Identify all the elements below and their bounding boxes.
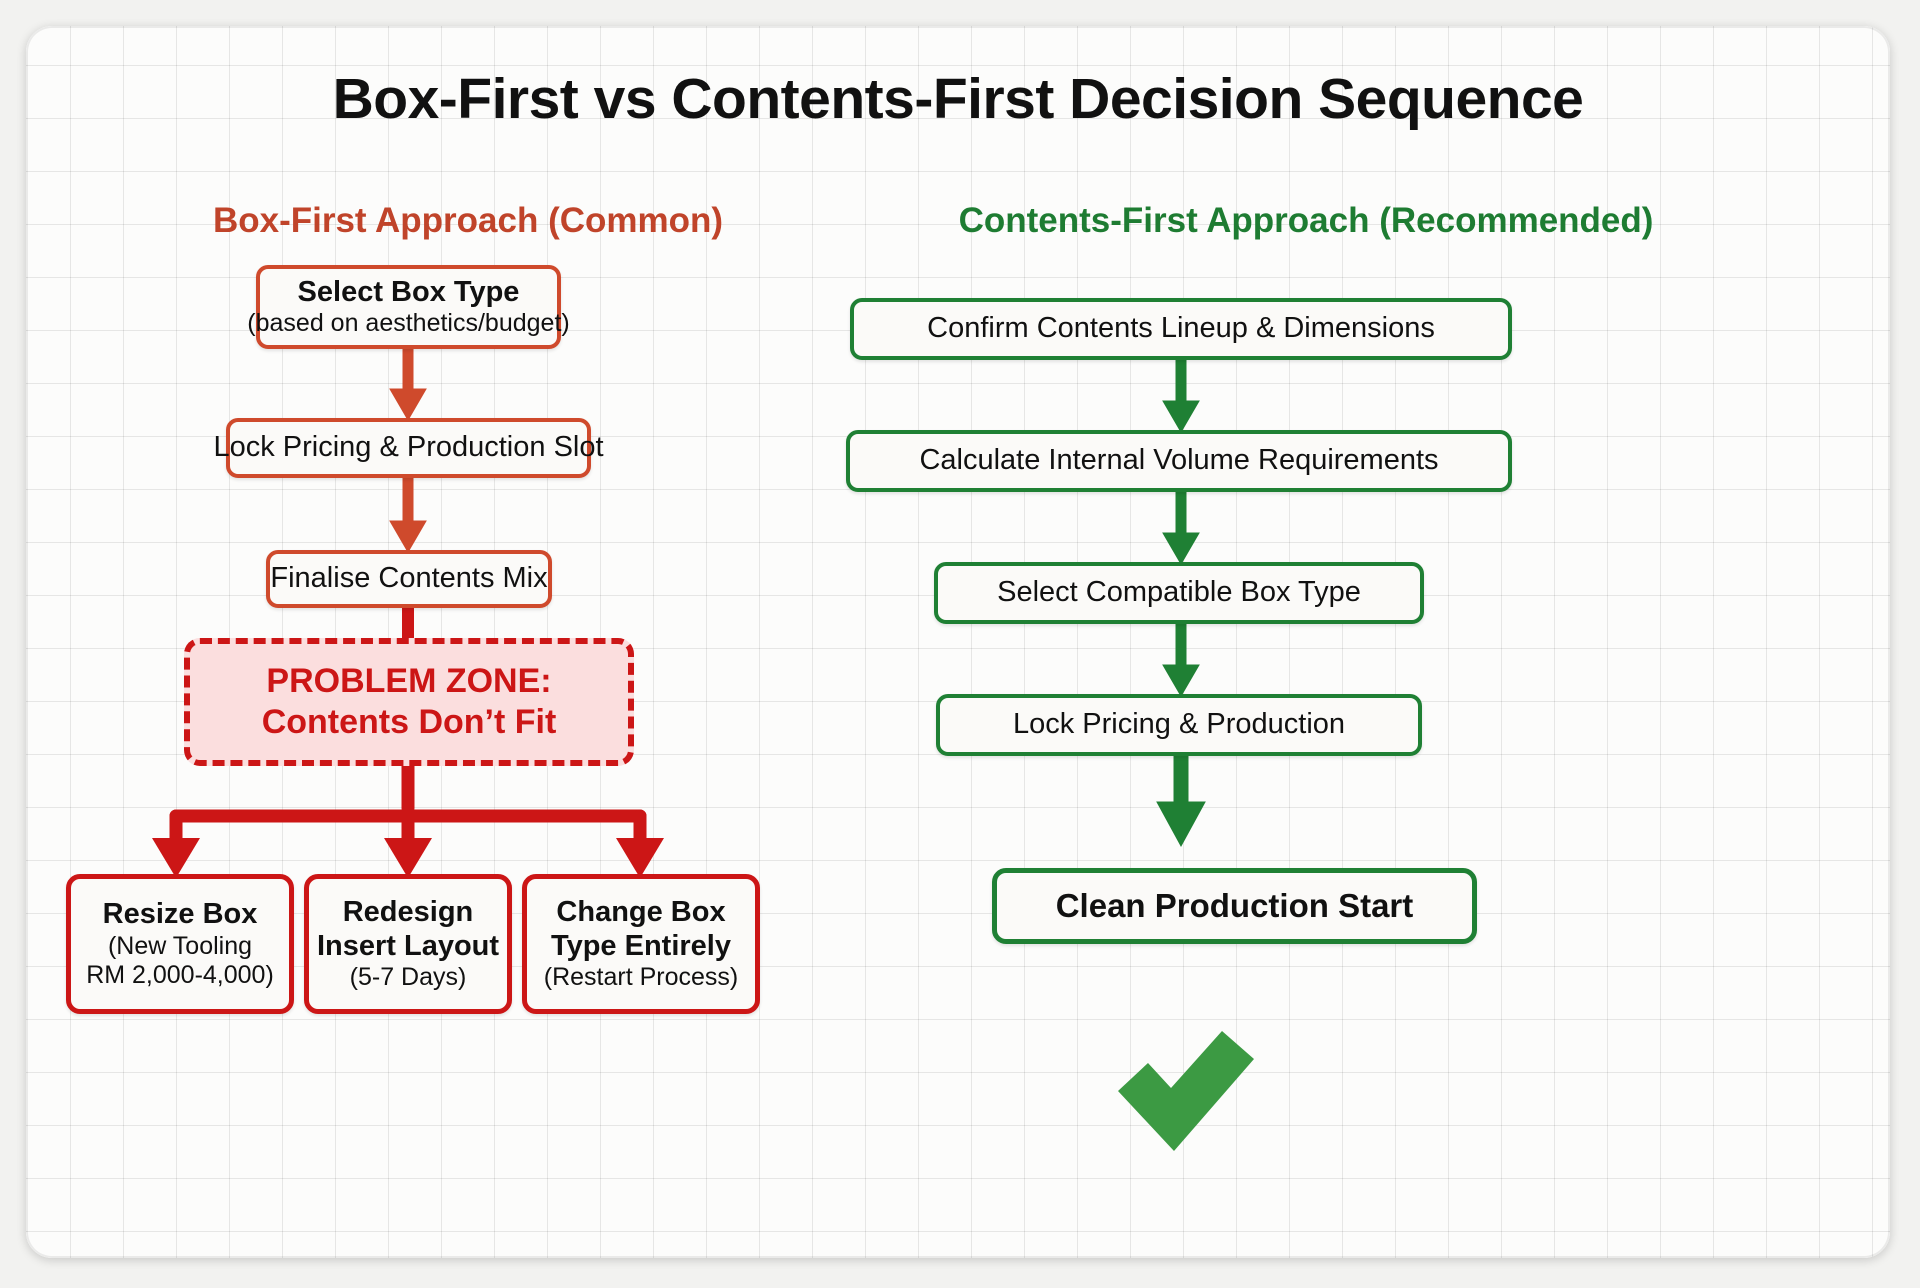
node-subtitle: (based on aesthetics/budget) [247,309,570,338]
outcome-detail-line-1: (Restart Process) [543,962,739,991]
diagram-canvas: Box-First vs Contents-First Decision Seq… [26,26,1890,1258]
node-title: Select Compatible Box Type [997,576,1361,609]
node-lock-pricing-production[interactable]: Lock Pricing & Production [936,694,1422,756]
node-finalise-contents-mix[interactable]: Finalise Contents Mix [266,550,552,608]
outcome-title: Change Box [556,896,726,929]
diagram-frame: Box-First vs Contents-First Decision Seq… [26,26,1890,1258]
node-select-compatible-box-type[interactable]: Select Compatible Box Type [934,562,1424,624]
node-outcome-change-box-type[interactable]: Change Box Type Entirely (Restart Proces… [522,874,760,1014]
node-title: Select Box Type [297,275,520,308]
node-lock-pricing-production-slot[interactable]: Lock Pricing & Production Slot [213,418,604,478]
outcome-title: Resize Box [102,898,258,931]
problem-zone-subtitle: Contents Don’t Fit [261,703,557,741]
node-select-box-type[interactable]: Select Box Type (based on aesthetics/bud… [247,265,570,349]
grid-background [26,26,1890,1258]
outcome-detail-line-1: (5-7 Days) [349,962,467,991]
outcome-title-line-2: Insert Layout [316,929,500,962]
node-title: Lock Pricing & Production Slot [213,431,604,464]
outcome-title-line-2: Type Entirely [551,929,731,962]
node-calculate-internal-volume[interactable]: Calculate Internal Volume Requirements [846,430,1512,492]
node-problem-zone[interactable]: PROBLEM ZONE: Contents Don’t Fit [184,638,634,766]
final-node-label: Clean Production Start [1055,887,1414,924]
column-heading-box-first: Box-First Approach (Common) [212,201,724,240]
node-confirm-contents-lineup[interactable]: Confirm Contents Lineup & Dimensions [850,298,1512,360]
problem-zone-title: PROBLEM ZONE: [266,661,552,700]
page-title: Box-First vs Contents-First Decision Seq… [332,67,1584,131]
outcome-detail-line-1: (New Tooling [107,931,253,960]
node-title: Confirm Contents Lineup & Dimensions [927,312,1435,345]
node-title: Calculate Internal Volume Requirements [919,444,1439,477]
node-title: Finalise Contents Mix [270,562,548,595]
node-outcome-resize-box[interactable]: Resize Box (New Tooling RM 2,000-4,000) [66,874,294,1014]
outcome-title: Redesign [342,896,474,929]
column-heading-contents-first: Contents-First Approach (Recommended) [958,201,1654,240]
node-title: Lock Pricing & Production [1012,708,1346,741]
node-outcome-redesign-insert-layout[interactable]: Redesign Insert Layout (5-7 Days) [304,874,512,1014]
check-icon [1118,1031,1254,1151]
node-clean-production-start[interactable]: Clean Production Start [992,868,1477,944]
outcome-detail-line-2: RM 2,000-4,000) [86,960,274,989]
